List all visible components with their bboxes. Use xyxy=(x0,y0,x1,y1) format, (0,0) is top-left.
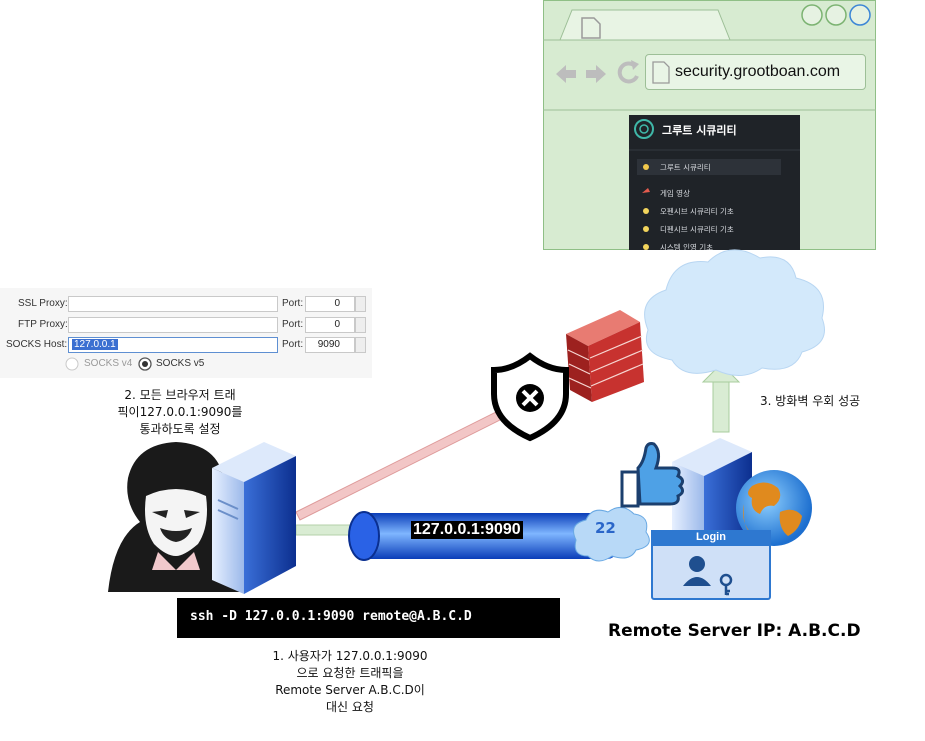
ssh-command-box xyxy=(177,598,560,638)
ssl-proxy-label: SSL Proxy: xyxy=(18,298,68,309)
ftp-proxy-label: FTP Proxy: xyxy=(18,319,68,330)
cloud-icon xyxy=(644,249,825,376)
step1-line: 대신 요청 xyxy=(326,700,374,714)
step1-note: 1. 사용자가 127.0.0.1:9090 으로 요청한 트래픽을 Remot… xyxy=(230,648,470,716)
ssl-port-label: Port: xyxy=(282,298,304,309)
globe-icon xyxy=(736,470,812,546)
firewall-icon xyxy=(566,310,644,402)
site-title: 그루트 시큐리티 xyxy=(662,124,737,137)
tab-page-icon xyxy=(581,17,601,39)
ftp-port-label: Port: xyxy=(282,319,304,330)
ssh-port-cloud xyxy=(573,507,650,562)
step2-note: 2. 모든 브라우저 트래 픽이127.0.0.1:9090를 통과하도록 설정 xyxy=(80,387,280,438)
step1-line: 으로 요청한 트래픽을 xyxy=(296,666,404,680)
ssl-port-stepper[interactable] xyxy=(355,296,366,312)
success-arrow xyxy=(701,363,741,433)
thumbs-up-icon xyxy=(620,442,685,508)
window-button-2[interactable] xyxy=(825,4,847,26)
socks-port-label: Port: xyxy=(282,339,304,350)
socks-v4-label: SOCKS v4 xyxy=(84,358,133,369)
step1-line: 1. 사용자가 127.0.0.1:9090 xyxy=(272,649,428,663)
site-menu-item[interactable]: 시스템 인영 기초 xyxy=(660,243,714,250)
step3-note: 3. 방화벽 우회 성공 xyxy=(760,394,861,408)
step2-line: 2. 모든 브라우저 트래 xyxy=(124,388,236,402)
site-menu-item[interactable]: 오펜시브 시큐리티 기초 xyxy=(660,207,734,216)
ssl-proxy-input[interactable] xyxy=(68,296,278,312)
ssh-port-label: 22 xyxy=(595,519,616,537)
reload-icon[interactable] xyxy=(617,61,639,84)
website-preview xyxy=(629,115,800,250)
socks-port-input[interactable]: 9090 xyxy=(305,337,355,353)
step2-line: 통과하도록 설정 xyxy=(139,422,221,436)
ftp-proxy-input[interactable] xyxy=(68,317,278,333)
server-icon xyxy=(212,442,296,594)
local-connector xyxy=(295,524,357,536)
shield-blocked-icon xyxy=(491,352,569,442)
forward-arrow-icon[interactable] xyxy=(586,65,606,83)
step1-line: Remote Server A.B.C.D이 xyxy=(275,683,425,697)
socks-v5-label: SOCKS v5 xyxy=(156,358,205,369)
site-menu-item[interactable]: 그루트 시큐리티 xyxy=(660,163,711,172)
ftp-port-stepper[interactable] xyxy=(355,317,366,333)
socks-host-value: 127.0.0.1 xyxy=(72,339,118,350)
socks-host-label: SOCKS Host: xyxy=(6,339,68,350)
site-menu-item[interactable]: 게임 영상 xyxy=(660,189,690,198)
socks-port-stepper[interactable] xyxy=(355,337,366,353)
step2-line: 픽이127.0.0.1:9090를 xyxy=(117,405,243,419)
window-button-1[interactable] xyxy=(801,4,823,26)
server-ip-label: Remote Server IP: A.B.C.D xyxy=(608,621,861,641)
tunnel-label: 127.0.0.1:9090 xyxy=(411,521,523,539)
back-arrow-icon[interactable] xyxy=(556,65,576,83)
window-button-3[interactable] xyxy=(849,4,871,26)
hacker-icon xyxy=(108,442,242,592)
ssh-command-text: ssh -D 127.0.0.1:9090 remote@A.B.C.D xyxy=(190,609,472,624)
socks-host-input[interactable]: 127.0.0.1 xyxy=(68,337,278,353)
site-menu-item[interactable]: 디펜시브 시큐리티 기초 xyxy=(660,225,734,234)
url-text: security.grootboan.com xyxy=(675,63,841,80)
address-bar[interactable] xyxy=(645,54,866,90)
ftp-port-input[interactable]: 0 xyxy=(305,317,355,333)
ssl-port-input[interactable]: 0 xyxy=(305,296,355,312)
login-label: Login xyxy=(696,531,726,543)
login-titlebar xyxy=(651,530,771,546)
